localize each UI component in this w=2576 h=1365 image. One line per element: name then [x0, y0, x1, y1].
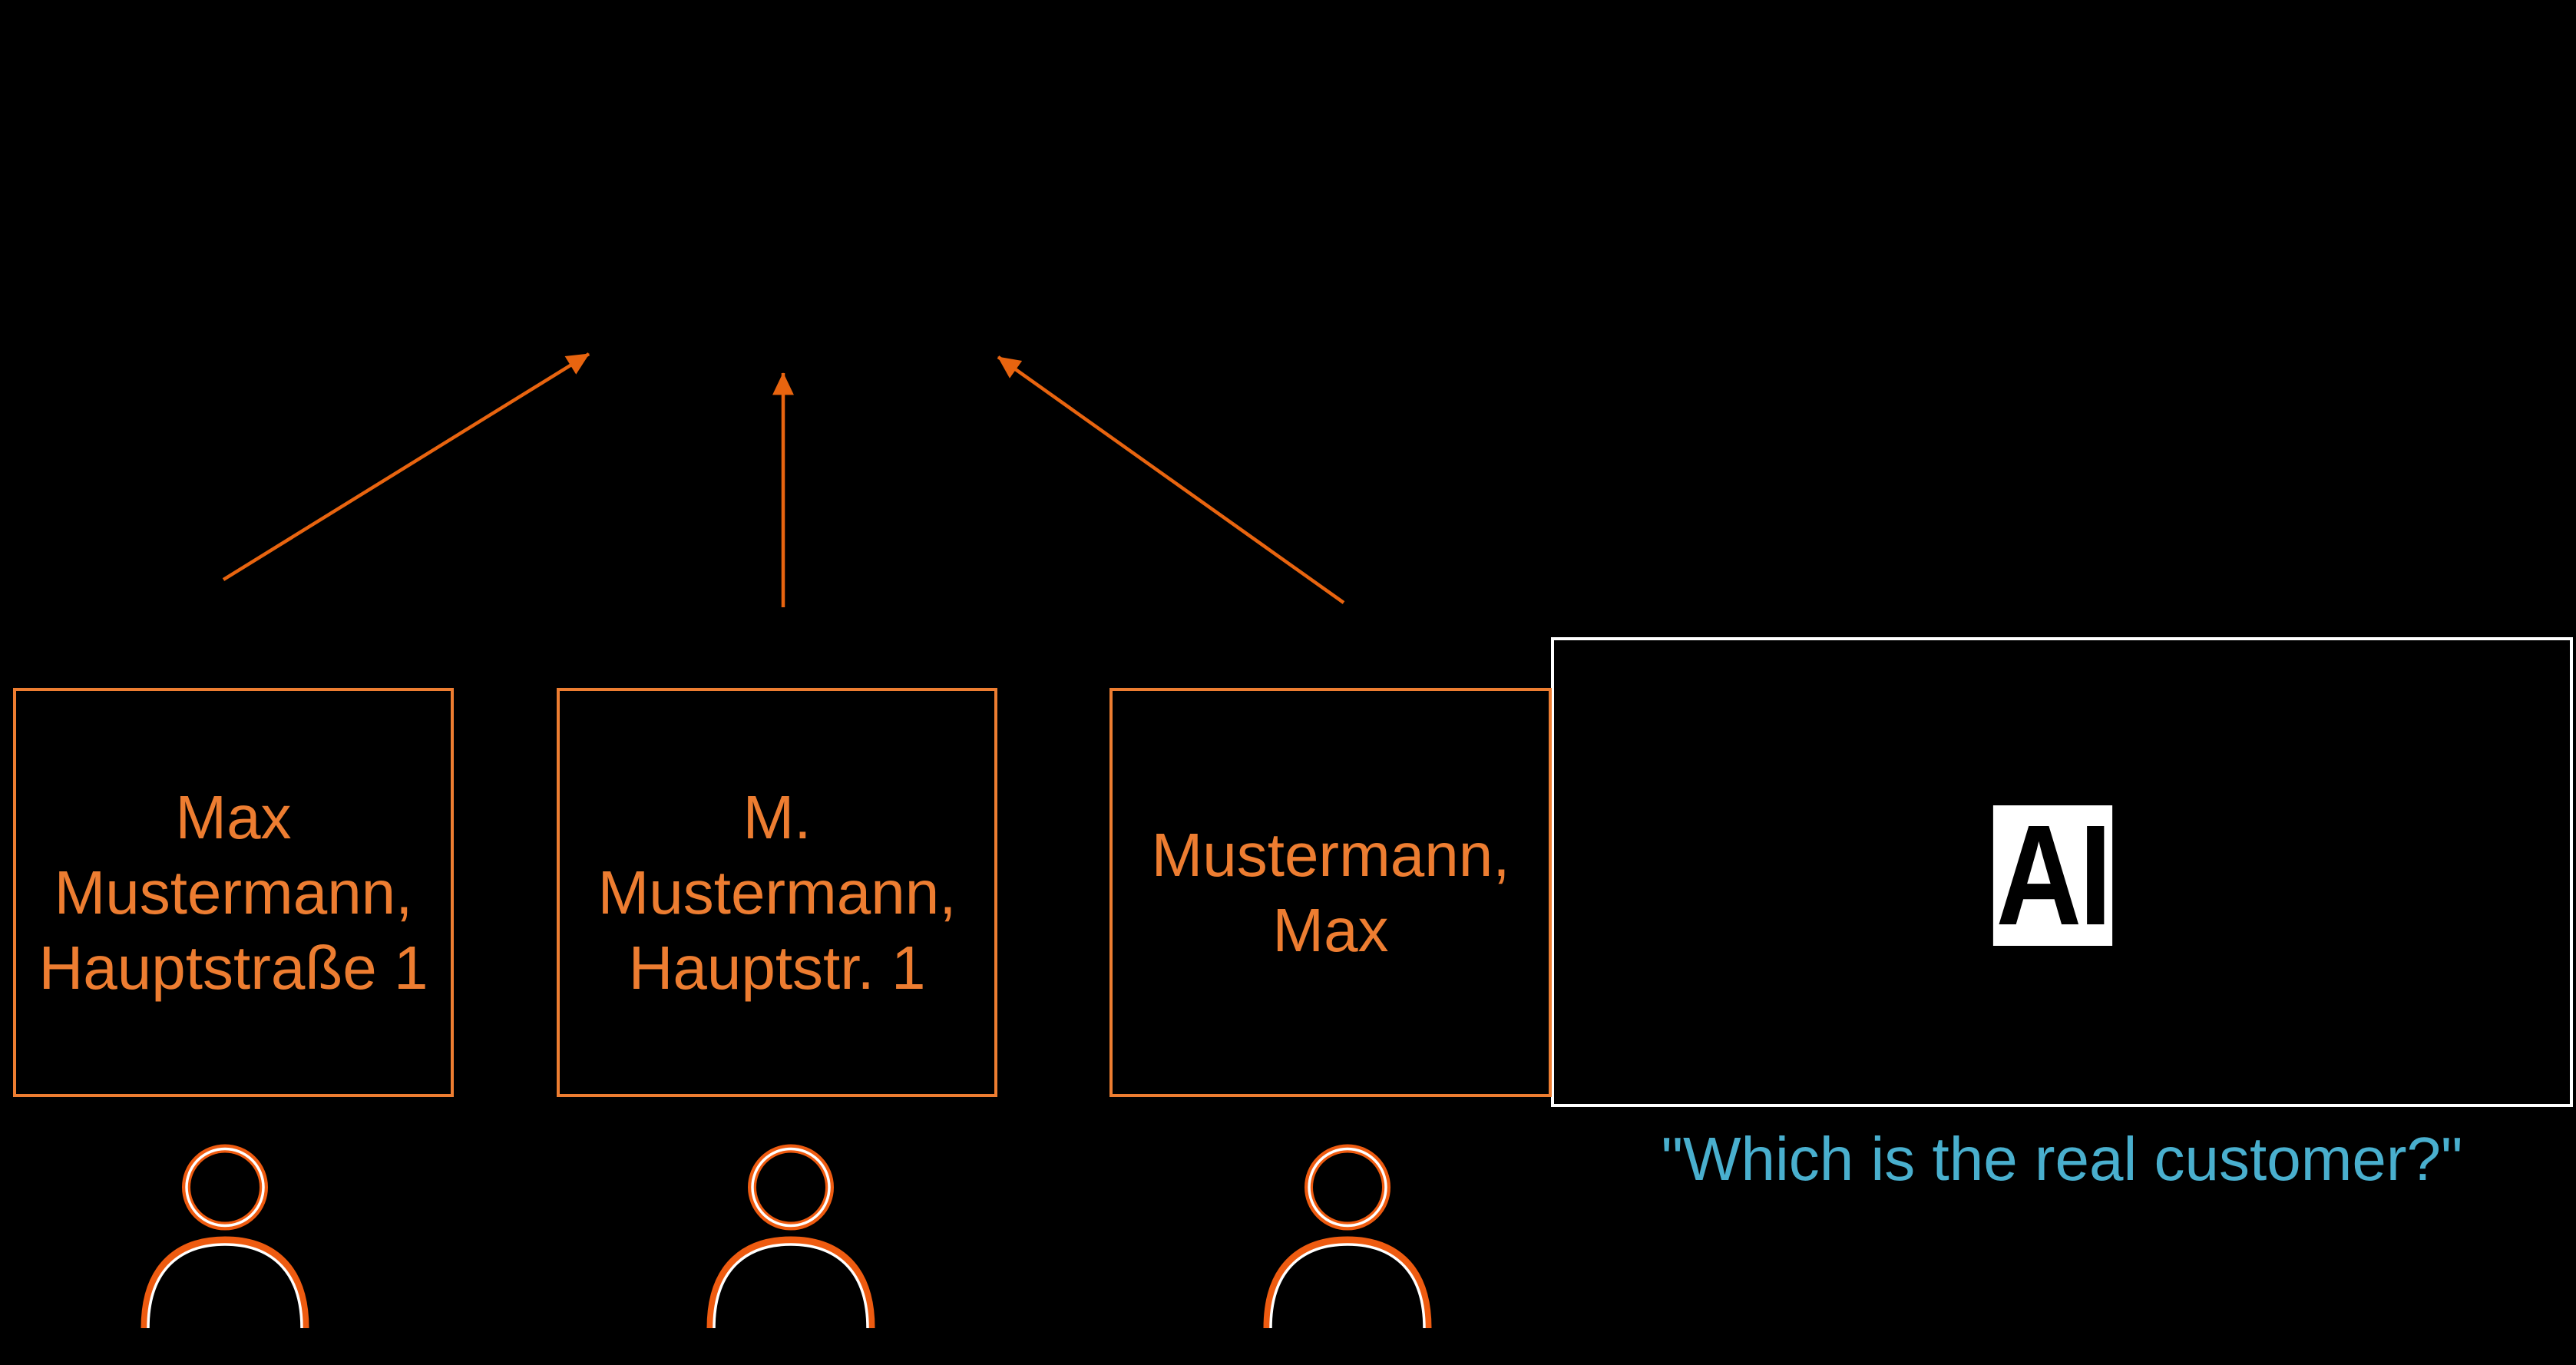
ai-question-caption: "Which is the real customer?" [1661, 1125, 2463, 1193]
ai-logo-text: AI [1996, 805, 2112, 946]
customer-record-box-2: M. Mustermann, Hauptstr. 1 [557, 688, 997, 1097]
record-line: Mustermann, [54, 858, 413, 927]
person-head [748, 1144, 834, 1231]
person-shoulders [141, 1236, 309, 1329]
person-icon [706, 1144, 875, 1329]
person-head [182, 1144, 268, 1231]
person-shoulders-highlight [713, 1243, 869, 1329]
arrow-icon [222, 352, 590, 581]
customer-record-text: Max Mustermann, Hauptstraße 1 [39, 780, 428, 1006]
person-shoulders [706, 1236, 875, 1329]
ai-logo: AI [1992, 805, 2113, 946]
record-line: Hauptstr. 1 [628, 933, 926, 1002]
record-line: Hauptstraße 1 [38, 933, 428, 1002]
person-shoulders [1263, 1236, 1432, 1329]
person-icon-group [141, 1144, 1432, 1329]
person-icon [141, 1144, 309, 1329]
customer-record-box-1: Max Mustermann, Hauptstraße 1 [13, 688, 454, 1097]
record-line: Mustermann, [1151, 820, 1510, 889]
arrow-group [222, 352, 1345, 607]
person-shoulders-highlight [147, 1243, 303, 1329]
person-shoulders-highlight [1269, 1243, 1426, 1329]
record-line: Mustermann, [597, 858, 957, 927]
customer-record-text: M. Mustermann, Hauptstr. 1 [598, 780, 957, 1006]
ai-panel: AI [1551, 637, 2573, 1107]
customer-record-text: Mustermann, Max [1152, 818, 1510, 968]
person-head-highlight [185, 1147, 265, 1228]
person-head-highlight [1308, 1147, 1387, 1228]
arrow-icon [997, 355, 1345, 604]
person-head-highlight [751, 1147, 831, 1228]
person-icon [1263, 1144, 1432, 1329]
person-head [1305, 1144, 1391, 1231]
record-line: Max [1272, 895, 1389, 964]
customer-record-box-3: Mustermann, Max [1109, 688, 1552, 1097]
record-line: Max [175, 782, 292, 851]
record-line: M. [742, 782, 812, 851]
